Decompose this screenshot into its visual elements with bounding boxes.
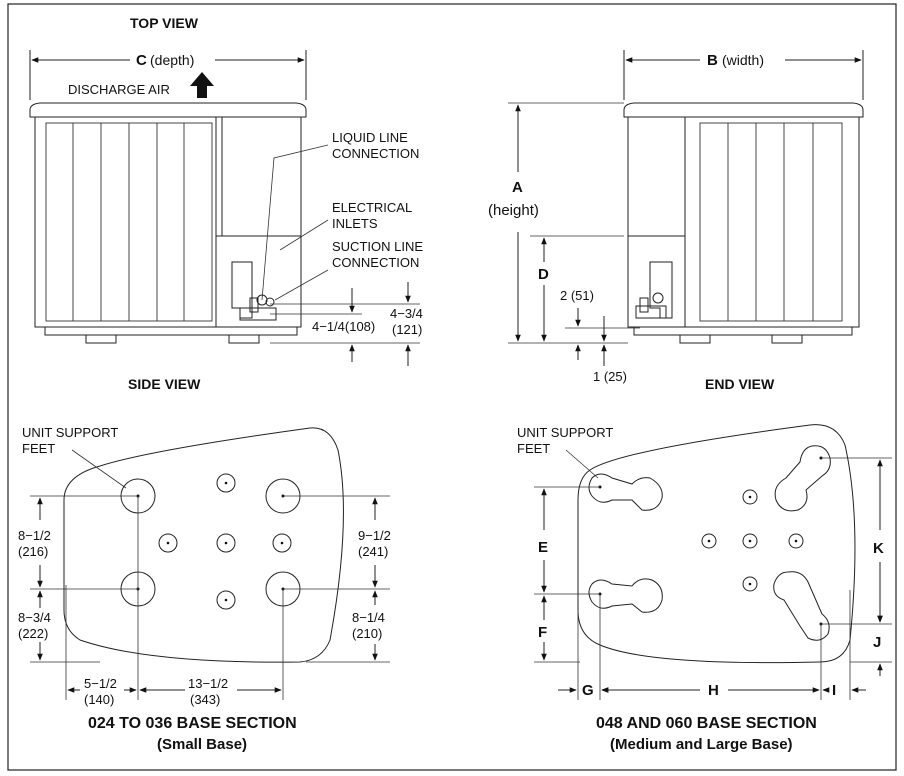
liquid-line-label-1: LIQUID LINE	[332, 130, 408, 145]
f-letter: F	[538, 624, 547, 641]
large-base-section: UNIT SUPPORT FEET E F	[517, 424, 892, 753]
suction-line-label-2: CONNECTION	[332, 255, 419, 270]
e-letter: E	[538, 539, 548, 556]
top-view-title: TOP VIEW	[130, 15, 199, 31]
small-base-subcaption: (Small Base)	[157, 736, 247, 753]
width-label-letter: B	[707, 52, 718, 69]
side-view: TOP VIEW C (depth) DISCHARGE AIR	[29, 15, 423, 392]
unit-feet-label-2: FEET	[517, 441, 550, 456]
end-view-title: END VIEW	[705, 376, 775, 392]
dim-2-51: 2 (51)	[560, 288, 594, 303]
end-view: B (width) A (height) D	[488, 50, 864, 392]
dim-121: (121)	[392, 322, 422, 337]
dim-222: (222)	[18, 626, 48, 641]
dim-9-1-2: 9−1/2	[358, 528, 391, 543]
k-letter: K	[873, 540, 884, 557]
unit-feet-label-1: UNIT SUPPORT	[517, 425, 613, 440]
d-letter: D	[538, 266, 549, 283]
large-base-caption: 048 AND 060 BASE SECTION	[596, 715, 817, 732]
side-view-title: SIDE VIEW	[128, 376, 201, 392]
depth-label-word: (depth)	[150, 52, 194, 68]
electrical-inlets-label-2: INLETS	[332, 216, 378, 231]
dim-140: (140)	[84, 692, 114, 707]
dim-8-3-4: 8−3/4	[18, 610, 51, 625]
suction-line-label-1: SUCTION LINE	[332, 239, 423, 254]
dim-1-25: 1 (25)	[593, 369, 627, 384]
dim-210: (210)	[352, 626, 382, 641]
h-letter: H	[708, 682, 719, 699]
small-base-section: UNIT SUPPORT FEET 8−1/2 (216)	[18, 425, 391, 753]
dim-8-1-4: 8−1/4	[352, 610, 385, 625]
dim-4-1-4: 4−1/4(108)	[312, 319, 375, 334]
large-base-subcaption: (Medium and Large Base)	[610, 736, 793, 753]
dim-4-3-4: 4−3/4	[390, 306, 423, 321]
unit-feet-label-1: UNIT SUPPORT	[22, 425, 118, 440]
support-foot	[588, 578, 663, 613]
small-base-caption: 024 TO 036 BASE SECTION	[88, 715, 297, 732]
support-foot	[773, 571, 830, 641]
dim-8-1-2: 8−1/2	[18, 528, 51, 543]
g-letter: G	[582, 682, 594, 699]
side-grille	[45, 122, 213, 322]
depth-label-letter: C	[136, 52, 147, 69]
dim-241: (241)	[358, 544, 388, 559]
discharge-arrow-icon	[190, 72, 214, 98]
support-foot	[774, 445, 831, 512]
dim-216: (216)	[18, 544, 48, 559]
support-foot	[588, 473, 663, 511]
width-label-word: (width)	[722, 52, 764, 68]
dim-5-1-2: 5−1/2	[84, 676, 117, 691]
figure-border	[7, 3, 897, 771]
liquid-line-label-2: CONNECTION	[332, 146, 419, 161]
height-word: (height)	[488, 202, 539, 219]
i-letter: I	[832, 682, 836, 699]
electrical-inlets-label-1: ELECTRICAL	[332, 200, 412, 215]
j-letter: J	[873, 634, 881, 651]
dim-343: (343)	[190, 692, 220, 707]
dim-13-1-2: 13−1/2	[188, 676, 228, 691]
end-grille	[699, 122, 843, 322]
unit-feet-label-2: FEET	[22, 441, 55, 456]
discharge-air-label: DISCHARGE AIR	[68, 82, 170, 97]
height-letter: A	[512, 179, 523, 196]
